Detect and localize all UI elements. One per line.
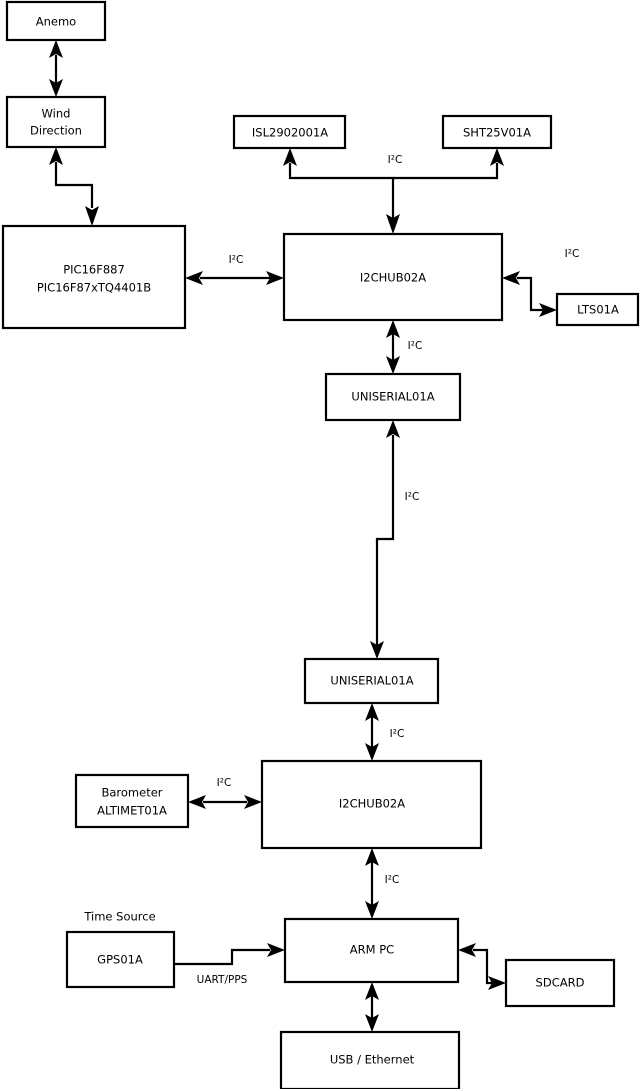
edge-label-hub2-armpc: I²C [385,874,400,886]
conn-gps-armpc [174,943,285,966]
node-pic-microcontroller[interactable]: PIC16F887 PIC16F87xTQ4401B [1,224,187,330]
arrow-up-icon [49,147,63,165]
arrow-down-icon [365,1014,379,1032]
node-i2chub02a-upper-label: I2CHUB02A [360,271,426,285]
conn-wind-pic [49,147,99,226]
conn-uniserial2-hub2 [365,703,379,761]
node-gps01a-label: GPS01A [97,953,143,967]
conn-anemo-wind [49,40,63,97]
edge-label-gps-armpc: UART/PPS [197,974,248,986]
conn-hub1-lts [502,271,557,317]
node-barometer[interactable]: Barometer ALTIMET01A [74,773,190,829]
labels-layer: Time Source I²C I²C I²C I²C I²C I²C I²C … [83,154,579,986]
edge-label-hub1-lts: I²C [565,248,580,260]
arrow-up-icon [283,148,297,166]
arrow-up-icon [490,148,504,166]
node-isl2902001a[interactable]: ISL2902001A [232,114,347,150]
conn-baro-hub2 [188,795,262,809]
conn-pic-hub1 [185,271,284,285]
node-usb-ethernet[interactable]: USB / Ethernet [279,1030,461,1089]
arrow-down-icon [365,901,379,919]
node-pic-label-line2: PIC16F87xTQ4401B [37,281,151,295]
edge-label-hub1-sensors: I²C [388,154,403,166]
arrow-right-icon [539,303,557,317]
node-gps01a[interactable]: GPS01A [65,930,176,989]
arrow-down-icon [386,214,400,234]
node-i2chub02a-upper[interactable]: I2CHUB02A [282,232,504,322]
arrow-right-icon [267,943,285,957]
arrow-down-icon [85,206,99,226]
arrow-right-icon [488,976,506,990]
arrow-left-icon [188,795,206,809]
conn-hub1-uniserial1 [386,320,400,374]
arrow-right-icon [266,271,284,285]
arrow-down-icon [49,79,63,97]
node-anemo-label: Anemo [36,15,76,29]
node-lts01a-label: LTS01A [577,303,619,317]
arrow-down-icon [365,743,379,761]
edge-label-baro-hub2: I²C [217,777,232,789]
connections-layer [49,40,557,1032]
node-sht25v01a-label: SHT25V01A [463,126,531,140]
conn-hub2-armpc [365,848,379,919]
edge-label-uniserial-link: I²C [405,491,420,503]
arrow-left-icon [458,943,476,957]
arrow-up-icon [49,40,63,58]
node-wind-direction-label-line1: Wind [42,107,71,121]
node-uniserial01a-upper-label: UNISERIAL01A [351,390,434,404]
node-arm-pc-label: ARM PC [350,943,394,957]
node-wind-direction[interactable]: Wind Direction [5,95,107,149]
arrow-up-icon [386,320,400,338]
node-sdcard[interactable]: SDCARD [504,958,616,1008]
node-isl2902001a-label: ISL2902001A [252,126,328,140]
node-lts01a[interactable]: LTS01A [555,292,640,327]
arrow-left-icon [502,271,520,285]
arrow-down-icon [370,641,384,659]
conn-hub1-sensors [283,148,504,234]
edge-label-uniserial2-hub2: I²C [390,728,405,740]
node-i2chub02a-lower[interactable]: I2CHUB02A [260,759,483,850]
node-uniserial01a-upper[interactable]: UNISERIAL01A [324,372,462,422]
arrow-left-icon [185,271,203,285]
edge-label-pic-hub1: I²C [229,254,244,266]
arrow-up-icon [386,420,400,438]
arrow-up-icon [365,703,379,721]
conn-armpc-usbeth [365,982,379,1032]
node-sht25v01a[interactable]: SHT25V01A [441,114,553,150]
arrow-up-icon [365,848,379,866]
conn-uniserial-link [370,420,400,659]
arrow-right-icon [244,795,262,809]
arrow-up-icon [365,982,379,1000]
node-pic-label-line1: PIC16F887 [63,263,125,277]
node-usb-ethernet-label: USB / Ethernet [330,1053,415,1067]
node-anemo[interactable]: Anemo [5,0,107,42]
node-wind-direction-label-line2: Direction [30,124,82,138]
node-barometer-label-line1: Barometer [101,786,162,800]
node-i2chub02a-lower-label: I2CHUB02A [339,797,405,811]
node-arm-pc[interactable]: ARM PC [283,917,460,984]
arrow-down-icon [386,356,400,374]
time-source-label: Time Source [83,910,155,924]
node-uniserial01a-lower-label: UNISERIAL01A [330,674,413,688]
edge-label-hub1-uniserial1: I²C [408,340,423,352]
conn-armpc-sdcard [458,943,506,990]
node-barometer-label-line2: ALTIMET01A [97,804,167,818]
node-uniserial01a-lower[interactable]: UNISERIAL01A [303,657,440,705]
node-sdcard-label: SDCARD [536,976,585,990]
